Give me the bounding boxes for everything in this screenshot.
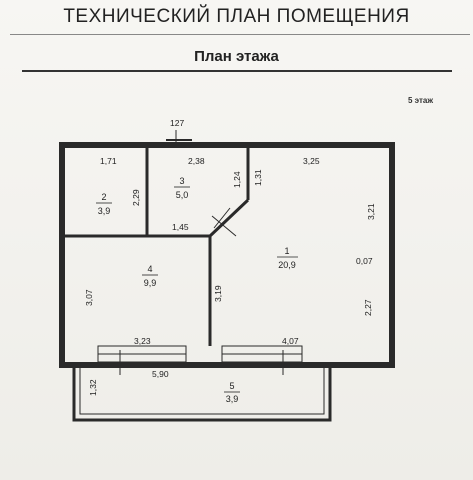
balcony-outline [72, 365, 332, 422]
room-2-number: 2 [101, 192, 106, 202]
balcony-inner-line [79, 365, 325, 415]
room-4-area: 9,9 [144, 278, 157, 288]
door-swing-r3 [211, 215, 237, 237]
dim-r2-width: 1,71 [100, 156, 117, 166]
room-1-number: 1 [284, 246, 289, 256]
dim-r4-bottom: 3,23 [134, 336, 151, 346]
plan-subtitle: План этажа [194, 48, 279, 65]
title-divider [10, 34, 470, 35]
wall-r3-diagonal [208, 198, 250, 238]
outer-wall [59, 142, 395, 368]
room-5-number: 5 [229, 381, 234, 391]
dim-r2-height: 2,29 [131, 189, 141, 206]
room-3-number: 3 [179, 176, 184, 186]
dim-balcony-height: 1,32 [88, 379, 98, 396]
dim-balcony-width: 5,90 [152, 369, 169, 379]
dim-r1-small: 0,07 [356, 256, 373, 266]
room-2-area: 3,9 [98, 206, 111, 216]
dim-r1-right: 3,21 [366, 203, 376, 220]
room-5-area: 3,9 [226, 394, 239, 404]
document-title: ТЕХНИЧЕСКИЙ ПЛАН ПОМЕЩЕНИЯ [63, 6, 410, 27]
dim-r3-width: 2,38 [188, 156, 205, 166]
room-1-area: 20,9 [278, 260, 296, 270]
dim-r1-width: 3,25 [303, 156, 320, 166]
room-3-area: 5,0 [176, 190, 189, 200]
dim-top: 127 [170, 118, 184, 128]
dim-r1-right-low: 2,27 [363, 299, 373, 316]
dim-r4-right: 3,19 [213, 285, 223, 302]
door-swing-r3b [213, 207, 231, 229]
dim-wall-b: 1,31 [253, 169, 263, 186]
dim-r4-left: 3,07 [84, 289, 94, 306]
room-4-number: 4 [147, 264, 152, 274]
dim-r1-bottom: 4,07 [282, 336, 299, 346]
floor-note: 5 этаж [408, 96, 434, 105]
subtitle-divider [22, 70, 452, 72]
dim-r3-bottom: 1,45 [172, 222, 189, 232]
dim-wall-a: 1,24 [232, 171, 242, 188]
